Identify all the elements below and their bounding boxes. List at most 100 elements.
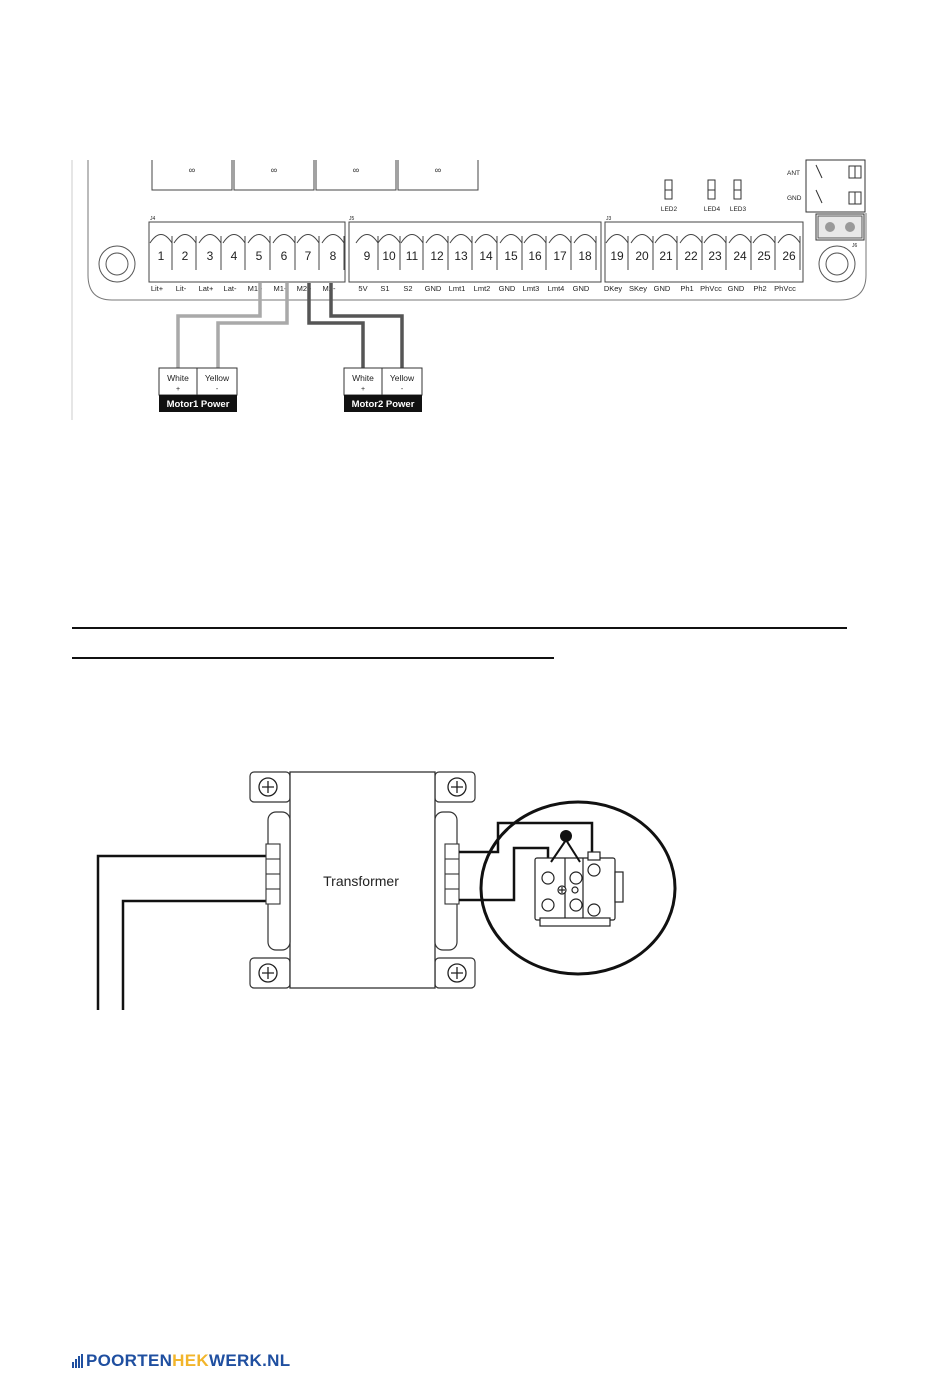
terminal-screw-cap — [425, 234, 449, 244]
terminal-number: 4 — [231, 249, 238, 263]
terminal-label: M1- — [274, 284, 287, 293]
transformer-diagram: Transformer — [96, 771, 677, 1010]
motor2-yellow-sign: - — [401, 386, 404, 393]
terminal-label: Lmt1 — [449, 284, 466, 293]
gnd-label: GND — [787, 195, 802, 202]
terminal-block-frames — [148, 221, 804, 283]
terminal-screw-cap — [321, 234, 345, 244]
wire-m2-plus — [307, 283, 365, 368]
terminal-label: Lit+ — [151, 284, 164, 293]
terminal-number: 5 — [256, 249, 263, 263]
brand-logo: POORTEN HEK WERK.NL — [72, 1350, 290, 1372]
terminal-label: Lmt2 — [474, 284, 491, 293]
terminal-number: 6 — [281, 249, 288, 263]
terminal-screw-cap — [777, 234, 801, 244]
terminal-label: PhVcc — [774, 284, 796, 293]
terminal-label: S2 — [403, 284, 412, 293]
terminal-screw-cap — [173, 234, 197, 244]
connector-label: J5 — [349, 216, 355, 222]
relay-row — [151, 160, 479, 191]
relay-symbol: ∞ — [435, 165, 441, 175]
terminal-number: 7 — [305, 249, 312, 263]
motor2-title: Motor2 Power — [352, 399, 415, 410]
terminal-number: 13 — [454, 249, 468, 263]
terminal-number: 20 — [635, 249, 649, 263]
motor1-title: Motor1 Power — [167, 399, 230, 410]
mount-hole-right — [818, 245, 856, 283]
terminal-screw-cap — [573, 234, 597, 244]
terminal-5: 5M1+ — [247, 234, 271, 293]
board-outline — [87, 160, 867, 301]
terminal-screw-cap — [377, 234, 401, 244]
terminal-label: Ph2 — [753, 284, 766, 293]
terminal-screw-cap — [355, 234, 379, 244]
mount-hole-left — [98, 245, 136, 283]
motor1-yellow-label: Yellow — [205, 373, 230, 383]
terminal-label: Lmt4 — [548, 284, 565, 293]
terminal-number: 25 — [757, 249, 771, 263]
terminal-screw-cap — [474, 234, 498, 244]
terminal-screw-cap — [654, 234, 678, 244]
terminal-screw-cap — [703, 234, 727, 244]
motor1-yellow-sign: - — [216, 386, 219, 393]
terminal-number: 12 — [430, 249, 444, 263]
motor2-white-label: White — [352, 373, 374, 383]
terminal-number: 19 — [610, 249, 624, 263]
logo-part-3: WERK.NL — [208, 1351, 291, 1370]
output-wire-2 — [459, 846, 550, 902]
terminal-label: GND — [573, 284, 590, 293]
connector-detail — [534, 851, 624, 927]
terminal-label: Lat- — [224, 284, 237, 293]
terminal-screw-cap — [548, 234, 572, 244]
terminal-screw-cap — [247, 234, 271, 244]
connector-label: J3 — [606, 216, 612, 222]
terminal-label: S1 — [380, 284, 389, 293]
terminal-number: 1 — [158, 249, 165, 263]
screw-icon — [258, 777, 467, 983]
terminal-screw-cap — [523, 234, 547, 244]
mains-wire-2 — [121, 899, 268, 1010]
terminal-number: 16 — [528, 249, 542, 263]
detail-magnifier — [479, 800, 677, 976]
terminal-number: 22 — [684, 249, 698, 263]
logo-bars-icon — [72, 1354, 83, 1368]
motor2-power-box: White + Yellow - Motor2 Power — [343, 367, 423, 412]
terminal-number: 17 — [553, 249, 567, 263]
motor1-white-label: White — [167, 373, 189, 383]
connector-label: J6 — [852, 243, 858, 249]
terminal-number: 18 — [578, 249, 592, 263]
terminal-label: DKey — [604, 284, 623, 293]
terminal-number: 2 — [182, 249, 189, 263]
terminal-label: GND — [728, 284, 745, 293]
control-board: ∞ ∞ ∞ ∞ LED2 LED4 LED3 ANT GND — [71, 159, 867, 420]
terminal-label: GND — [654, 284, 671, 293]
terminal-label: M1+ — [248, 284, 263, 293]
terminal-number: 23 — [708, 249, 722, 263]
terminal-screw-cap — [449, 234, 473, 244]
transformer-label: Transformer — [323, 873, 399, 889]
terminal-6: 6M1- — [272, 234, 296, 293]
terminal-screw-cap — [499, 234, 523, 244]
connector-label: J4 — [150, 216, 156, 222]
terminal-number: 26 — [782, 249, 796, 263]
wire-m1-plus — [176, 283, 262, 368]
led-indicators — [664, 179, 742, 200]
terminal-number: 14 — [479, 249, 493, 263]
terminal-screw-cap — [400, 234, 424, 244]
logo-part-1: POORTEN — [86, 1351, 173, 1370]
terminal-9: 95V — [355, 234, 379, 293]
terminal-number: 9 — [364, 249, 371, 263]
terminal-number: 8 — [330, 249, 337, 263]
terminal-label: GND — [425, 284, 442, 293]
terminal-label: PhVcc — [700, 284, 722, 293]
